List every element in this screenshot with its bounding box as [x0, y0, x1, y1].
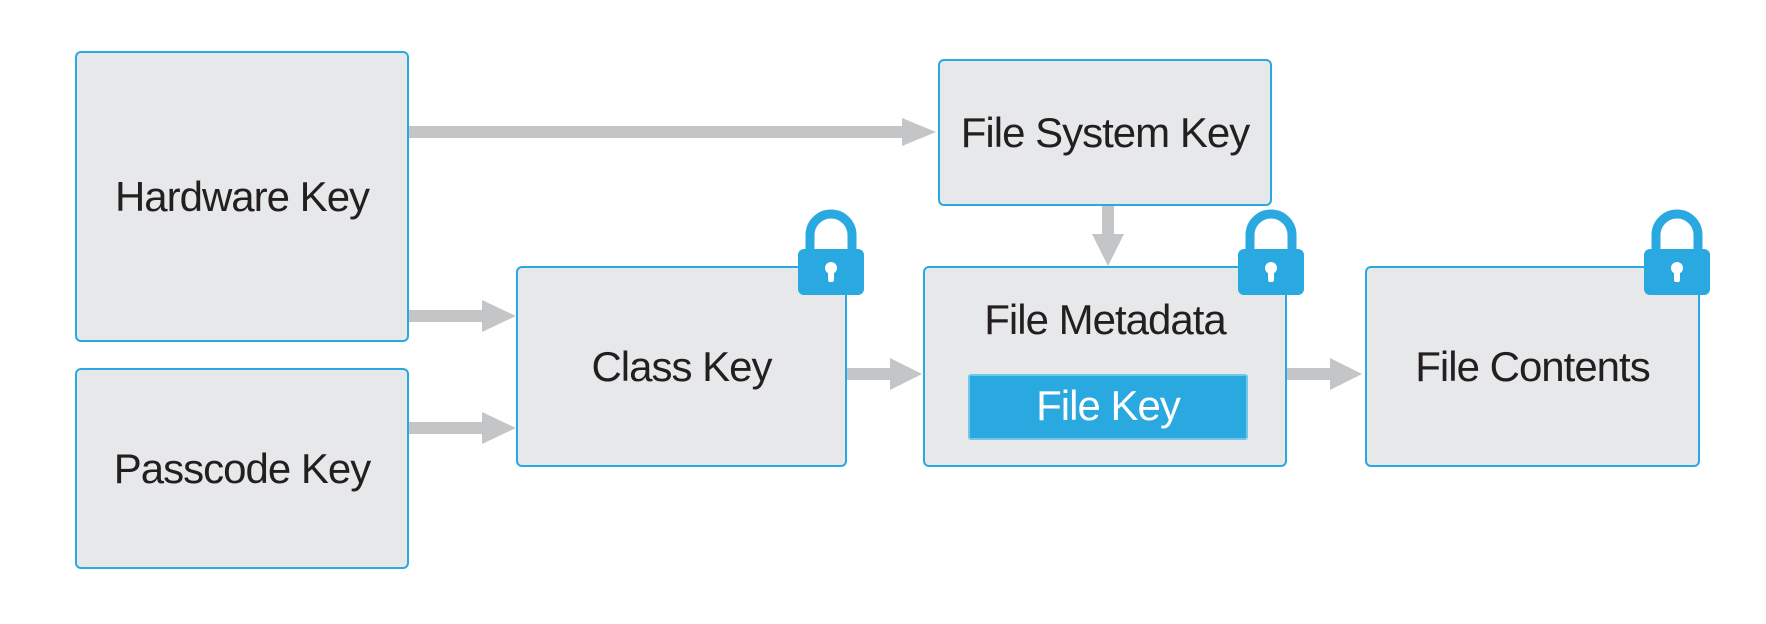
lock-icon [1238, 209, 1304, 295]
file-metadata-box: File Metadata File Key [923, 266, 1287, 467]
passcode-key-box: Passcode Key [75, 368, 409, 569]
class-key-label: Class Key [591, 342, 772, 390]
lock-icon [798, 209, 864, 295]
arrow-classkey-to-metadata [844, 358, 922, 390]
class-key-box: Class Key [516, 266, 847, 467]
arrow-hardware-to-filesystem [406, 118, 936, 146]
arrow-passcode-to-classkey [406, 412, 516, 444]
arrow-hardware-to-classkey [406, 300, 516, 332]
lock-icon [1644, 209, 1710, 295]
file-system-key-label: File System Key [960, 108, 1250, 156]
passcode-key-label: Passcode Key [113, 444, 372, 492]
arrow-metadata-to-contents [1284, 358, 1362, 390]
file-metadata-label: File Metadata [984, 296, 1226, 343]
file-key-badge: File Key [968, 374, 1248, 440]
hardware-key-box: Hardware Key [75, 51, 409, 342]
arrow-filesystem-to-metadata [1092, 202, 1124, 266]
file-system-key-box: File System Key [938, 59, 1272, 206]
hardware-key-label: Hardware Key [114, 172, 370, 220]
file-contents-label: File Contents [1415, 342, 1650, 390]
file-contents-box: File Contents [1365, 266, 1700, 467]
